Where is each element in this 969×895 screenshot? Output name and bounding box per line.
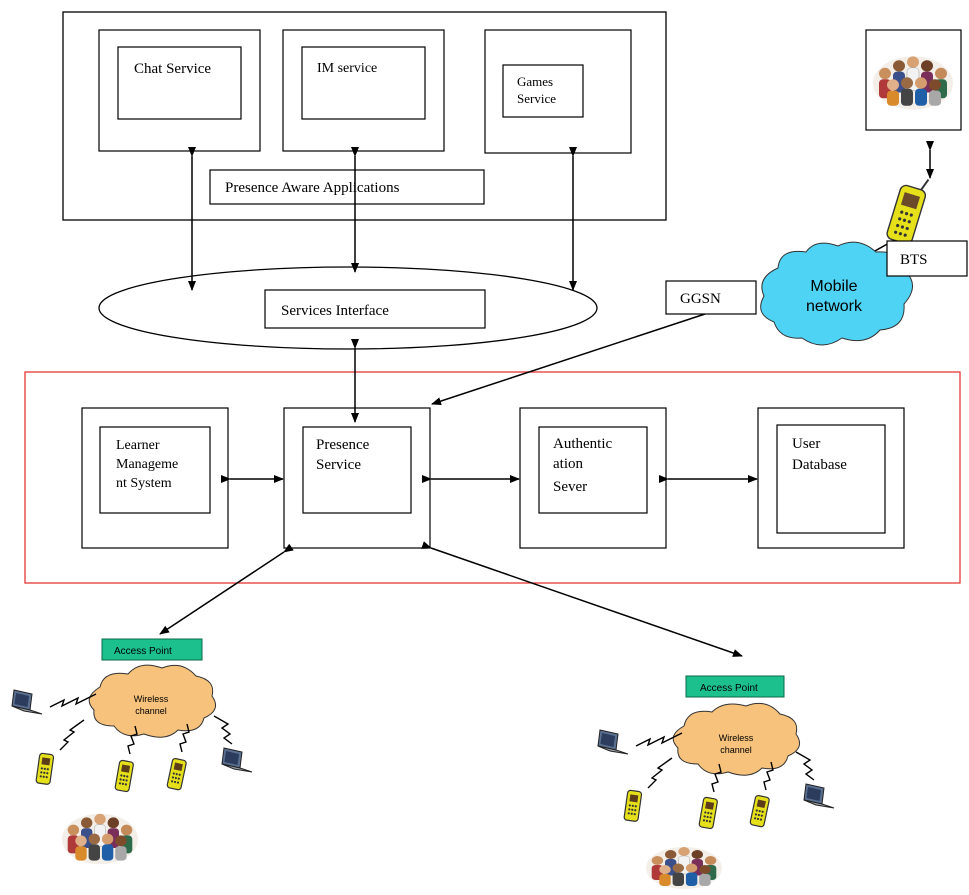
- chat-service-box[interactable]: [117, 46, 242, 120]
- laptop-icon-left-1: [11, 689, 43, 715]
- games-service-label-line1: Games: [517, 74, 553, 89]
- im-service-label: IM service: [317, 61, 377, 76]
- wireless-channel-left-label-line2: channel: [135, 706, 167, 716]
- authentication-server-label-line1: Authentic: [553, 436, 612, 452]
- presence-service-box[interactable]: [302, 426, 412, 514]
- wireless-channel-cloud-left[interactable]: [88, 664, 217, 738]
- arrow-presence-accesspoint-left: [159, 543, 294, 635]
- phone-icon-left-1: [35, 752, 55, 786]
- phone-icon-right-1: [623, 789, 643, 823]
- presence-aware-applications-label: Presence Aware Applications: [225, 180, 400, 196]
- applications-frame: [62, 11, 667, 221]
- bts-label: BTS: [900, 252, 928, 268]
- laptop-icon-right-1: [597, 729, 629, 755]
- mobile-phone-icon: [886, 178, 930, 245]
- arrow-presence-accesspoint-right: [421, 541, 743, 657]
- authentication-server-box[interactable]: [538, 426, 648, 514]
- access-point-right-label: Access Point: [700, 683, 758, 694]
- services-interface-label: Services Interface: [281, 303, 389, 319]
- ggsn-box[interactable]: [665, 280, 757, 315]
- services-interface-box[interactable]: [264, 289, 486, 329]
- presence-service-label-line2: Service: [316, 457, 361, 473]
- ggsn-label: GGSN: [680, 291, 721, 307]
- mobile-users-crowd-icon: [872, 55, 954, 111]
- bts-box[interactable]: [886, 240, 968, 277]
- phone-icon-left-2: [114, 759, 135, 793]
- user-database-box[interactable]: [776, 424, 886, 534]
- presence-aware-applications-box[interactable]: [209, 169, 485, 205]
- learner-management-label-line2: Manageme: [116, 457, 178, 472]
- wireless-channel-right-label-line1: Wireless: [719, 733, 754, 743]
- core-arrows: [159, 141, 934, 657]
- phone-icon-left-3: [166, 757, 188, 791]
- learner-management-label-line3: nt System: [116, 476, 172, 491]
- im-service-box[interactable]: [301, 46, 426, 120]
- authentication-server-label-line2: ation: [553, 456, 583, 472]
- wireless-signals-left: [49, 693, 233, 755]
- mobile-network-label-line2: network: [806, 298, 863, 315]
- app-interface-arrows: [188, 147, 577, 291]
- mobile-network-cloud[interactable]: [760, 241, 913, 346]
- mobile-network-label-line1: Mobile: [810, 278, 857, 295]
- laptop-icon-left-2: [221, 747, 253, 773]
- user-database-label-line1: User: [792, 436, 820, 452]
- authentication-server-label-line3: Sever: [553, 479, 587, 495]
- users-crowd-icon-right: [645, 846, 723, 890]
- access-point-right[interactable]: [685, 675, 785, 698]
- access-point-left[interactable]: [101, 638, 203, 661]
- laptop-icon-right-2: [803, 783, 835, 809]
- chat-service-label: Chat Service: [134, 61, 211, 77]
- presence-service-label-line1: Presence: [316, 437, 370, 453]
- access-point-left-label: Access Point: [114, 646, 172, 657]
- wireless-channel-cloud-right[interactable]: [672, 702, 801, 776]
- users-crowd-icon-left: [61, 813, 139, 865]
- learner-management-label-line1: Learner: [116, 438, 160, 453]
- wireless-signals-right: [635, 732, 815, 793]
- wireless-channel-left-label-line1: Wireless: [134, 694, 169, 704]
- wireless-channel-right-label-line2: channel: [720, 745, 752, 755]
- phone-icon-right-3: [749, 794, 771, 828]
- learner-management-box[interactable]: [99, 426, 211, 514]
- games-service-box[interactable]: [502, 64, 584, 118]
- games-service-label-line2: Service: [517, 91, 556, 106]
- phone-icon-right-2: [698, 796, 719, 830]
- arrow-ggsn-presence: [431, 312, 709, 405]
- user-database-label-line2: Database: [792, 457, 847, 473]
